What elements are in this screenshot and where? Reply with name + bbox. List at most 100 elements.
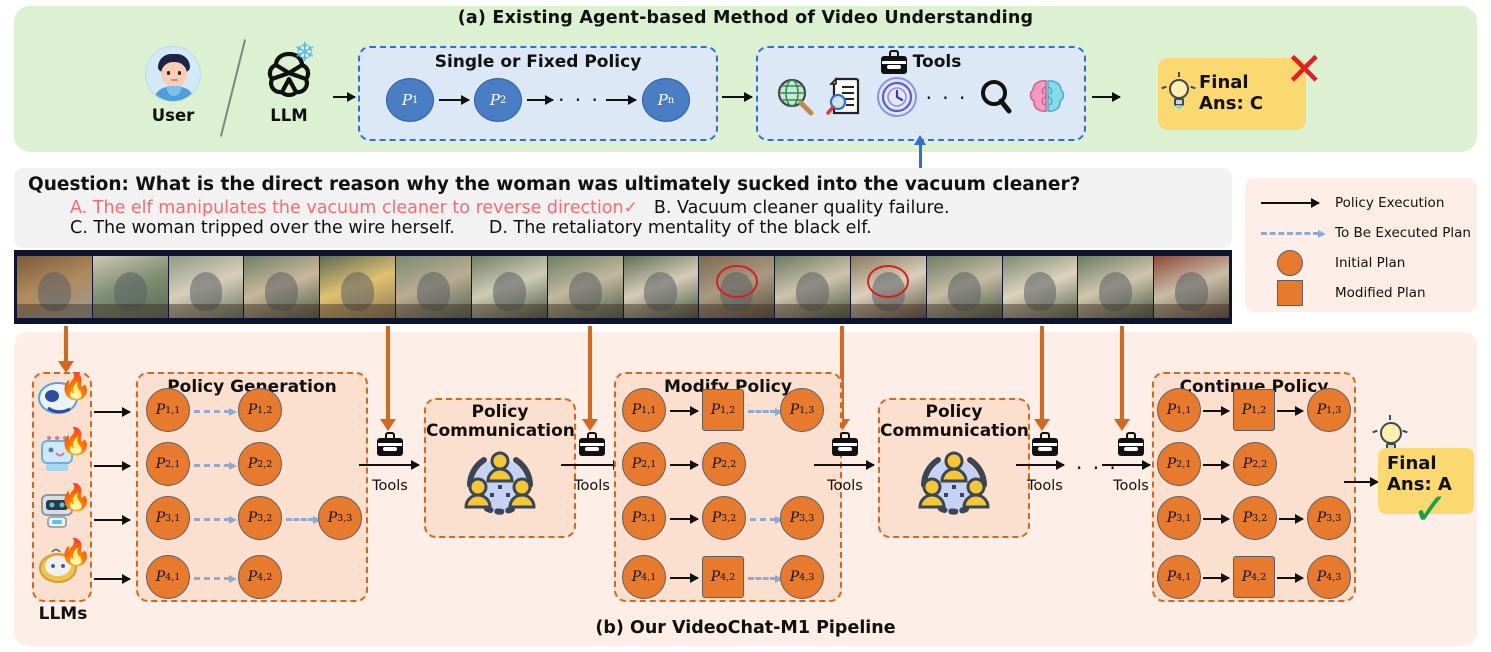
section-a-caption: (a) Existing Agent-based Method of Video… xyxy=(457,8,1034,28)
comm-title-2-line1: Policy xyxy=(925,402,983,422)
arrow-continue-to-final xyxy=(1344,477,1379,487)
legend-label-3: Modified Plan xyxy=(1335,285,1426,301)
robot-blue-icon: 🔥 xyxy=(36,374,92,428)
lightbulb-icon xyxy=(1161,72,1196,111)
user-avatar-icon xyxy=(145,46,201,102)
video-frame xyxy=(1002,256,1078,318)
final-answer-a-line2: Ans: C xyxy=(1199,93,1264,114)
arrow-video-to-tools-5 xyxy=(1114,326,1130,431)
option-a-check-icon: ✓ xyxy=(623,198,638,218)
user-block: User xyxy=(130,46,216,125)
globe-search-icon xyxy=(773,75,817,121)
tools-label-3: Tools xyxy=(827,478,863,494)
tools-box: Tools xyxy=(756,46,1086,141)
toolbox-icon xyxy=(880,50,907,74)
edge-mod-r2-e1 xyxy=(670,460,699,470)
video-frame xyxy=(244,256,320,318)
toolbox-icon xyxy=(1032,432,1058,456)
arrow-policy-to-tools xyxy=(722,92,753,102)
arrow-tools-3 xyxy=(814,460,875,470)
stage-policy-communication-2: Policy Communication xyxy=(878,398,1030,538)
arrow-p1-p2 xyxy=(439,95,471,105)
arrow-video-to-llms xyxy=(58,326,74,373)
toolbox-icon xyxy=(832,432,858,456)
tools-step-4: Tools xyxy=(1010,432,1080,494)
final-answer-a-box: Final Ans: C xyxy=(1158,58,1306,130)
llms-icon-stack: 🔥 🔥 🔥 🔥 xyxy=(34,374,92,598)
stage-title-policy-generation: Policy Generation xyxy=(167,377,337,397)
tools-label-1: Tools xyxy=(372,478,408,494)
robot-yellow-icon: 🔥 xyxy=(36,540,92,594)
flame-icon: 🔥 xyxy=(59,371,92,402)
arrow-llm2-to-policy xyxy=(94,461,131,471)
arrow-video-to-tools-2 xyxy=(582,326,598,431)
final-answer-b-box: Final Ans: A xyxy=(1378,448,1474,514)
user-label: User xyxy=(151,106,195,125)
temporal-clock-icon xyxy=(875,75,919,121)
orange-square-icon xyxy=(1245,280,1335,306)
arrow-video-to-tools-4 xyxy=(1034,326,1050,431)
edge-cont-r4-e1 xyxy=(1203,573,1230,583)
flame-icon: 🔥 xyxy=(59,538,92,569)
edge-cont-r2-e1 xyxy=(1203,460,1230,470)
edge-cont-r1-e2 xyxy=(1277,406,1304,416)
legend-item-modified-plan: Modified Plan xyxy=(1245,278,1477,308)
orange-circle-icon xyxy=(1245,250,1335,276)
dashed-arrow-icon xyxy=(1245,229,1335,238)
tools-box-title: Tools xyxy=(912,52,962,72)
stage-policy-communication-1: Policy Communication xyxy=(424,398,576,538)
edge-cont-r4-e2 xyxy=(1277,573,1304,583)
arrow-tools-to-answer xyxy=(1092,92,1121,102)
solid-arrow-icon xyxy=(1245,198,1335,208)
video-frame xyxy=(1078,256,1154,318)
video-frame xyxy=(471,256,547,318)
toolbox-icon xyxy=(579,432,605,456)
edge-mod-r1-e1 xyxy=(670,406,699,416)
edge-mod-r4-e2 xyxy=(748,575,783,583)
llms-label: LLMs xyxy=(38,604,88,624)
question-option-a: A. The elf manipulates the vacuum cleane… xyxy=(70,198,638,218)
policy-box-title: Single or Fixed Policy xyxy=(434,52,642,72)
robot-toaster-icon: 🔥 xyxy=(36,429,92,483)
openai-logo-icon: ❄ xyxy=(264,40,316,98)
video-frame xyxy=(623,256,699,318)
question-band: Question: What is the direct reason why … xyxy=(14,168,1232,248)
arrow-llm-to-policy xyxy=(333,92,356,102)
question-option-c: C. The woman tripped over the wire herse… xyxy=(70,218,455,238)
arrow-llm1-to-policy xyxy=(94,407,131,417)
edge-mod-r4-e1 xyxy=(670,573,699,583)
video-frame xyxy=(17,256,92,318)
edge-gen-r1-e1 xyxy=(194,408,237,416)
video-frame xyxy=(168,256,244,318)
final-answer-a-line1: Final xyxy=(1199,72,1249,94)
tools-ellipsis: · · · xyxy=(925,86,968,110)
check-mark-icon: ✓ xyxy=(1412,484,1449,535)
video-frame xyxy=(320,256,396,318)
robot-grey-icon: 🔥 xyxy=(36,485,92,539)
arrow-video-to-tools xyxy=(914,135,926,169)
